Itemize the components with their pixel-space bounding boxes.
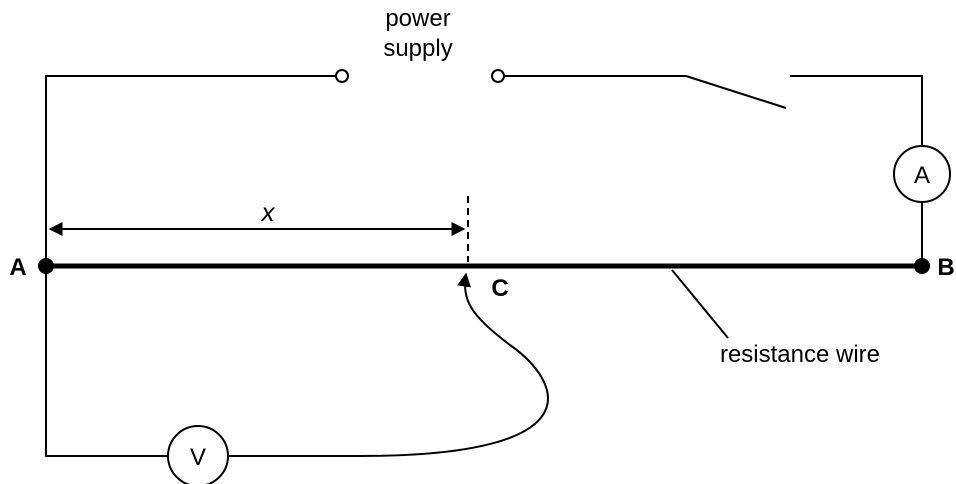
- switch-to-ammeter-wire: [790, 75, 923, 146]
- point-a-label: A: [9, 254, 26, 281]
- length-x-label: x: [260, 197, 276, 227]
- sliding-contact-lead: [228, 272, 549, 457]
- left-supply-wire: [45, 75, 336, 266]
- switch-arm: [685, 75, 787, 109]
- point-b-dot: [914, 258, 930, 274]
- power-supply-terminal-left: [335, 69, 349, 83]
- voltmeter-left-wire: [45, 266, 168, 457]
- point-b-label: B: [937, 254, 954, 281]
- point-c-label: C: [491, 275, 508, 302]
- power-supply-terminal-right: [491, 69, 505, 83]
- resistance-wire-label: resistance wire: [720, 341, 880, 368]
- voltmeter-label: V: [190, 444, 206, 471]
- resistance-wire-pointer: [671, 269, 729, 339]
- power-supply-label-line1: power: [385, 5, 450, 32]
- ammeter-label: A: [914, 162, 930, 189]
- power-supply-label-line2: supply: [383, 35, 452, 62]
